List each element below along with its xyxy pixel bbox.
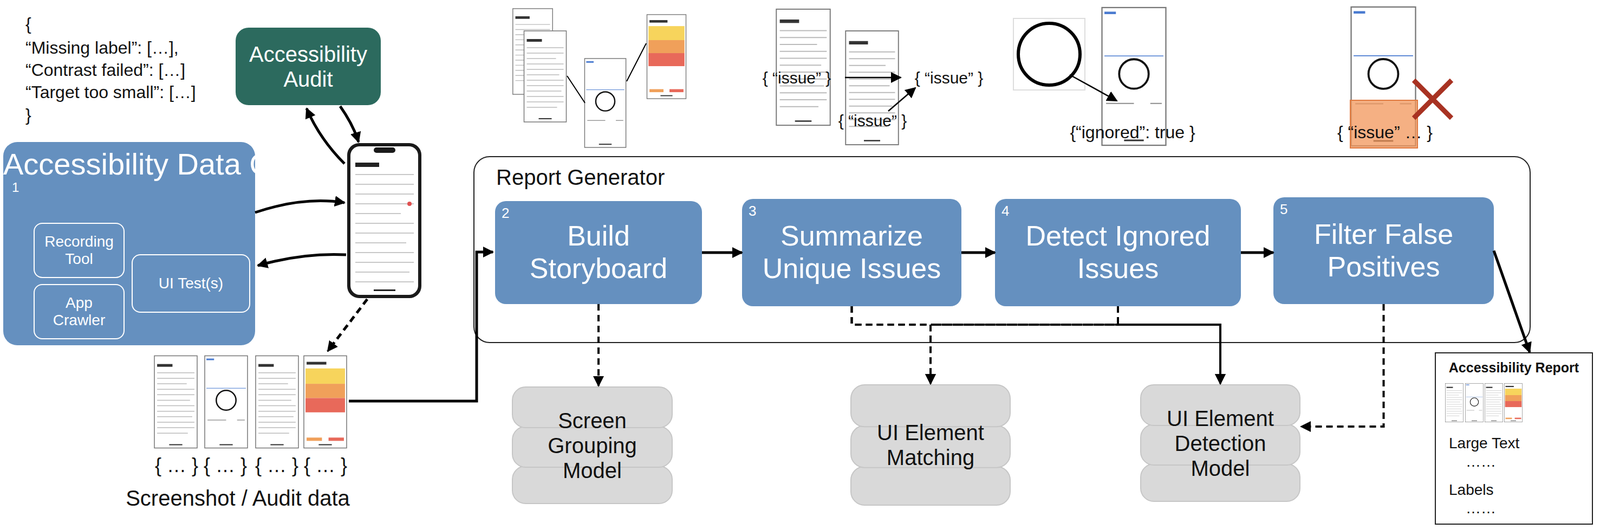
process-box: 5Filter False Positives xyxy=(1273,197,1494,304)
annotation-text: “Target too small”: […] xyxy=(25,82,197,102)
process-box: 3Summarize Unique Issues xyxy=(742,198,962,307)
callout-number: 4 xyxy=(1001,203,1010,220)
annotation-text: } xyxy=(25,105,32,125)
stack-outline xyxy=(849,383,1012,506)
container-title: Report Generator xyxy=(496,164,665,190)
annotation-text: { “issue” } xyxy=(762,68,832,87)
pipeline-container: Report Generator 2Build Storyboard 3Summar… xyxy=(473,155,1531,343)
callout-number: 3 xyxy=(748,203,757,220)
annotation-text: { … } xyxy=(303,454,348,477)
model-store: UI Element Matching xyxy=(849,383,1012,506)
process-box: 2Build Storyboard xyxy=(495,200,702,304)
tool-label: App Crawler xyxy=(34,284,124,338)
model-label: Screen Grouping Model xyxy=(511,385,674,505)
model-store: UI Element Detection Model xyxy=(1139,383,1302,503)
annotation-text: {“ignored”: true } xyxy=(1069,122,1195,142)
stack-layer xyxy=(850,384,1011,427)
group-title: Accessibility Data Collector xyxy=(3,148,256,181)
annotation-text: { … } xyxy=(203,454,247,477)
phone-illustration xyxy=(347,142,422,298)
service-box: Accessibility Audit xyxy=(235,27,381,106)
annotation-text: { xyxy=(25,14,32,34)
process-box: 4Detect Ignored Issues xyxy=(994,198,1241,307)
annotation-text: { … } xyxy=(154,454,199,477)
annotation-text: { “issue” } xyxy=(914,68,984,87)
tool-label: Recording Tool xyxy=(34,223,124,277)
tool-box: UI Test(s) xyxy=(131,254,251,313)
annotation-text: { … } xyxy=(255,454,299,477)
report-section: Large Text xyxy=(1448,434,1520,452)
storyboard-thumbnails xyxy=(512,8,687,148)
annotation-text: { “issue” … } xyxy=(1337,122,1433,142)
process-label: Build Storyboard xyxy=(495,200,702,304)
annotation-text: { “issue” } xyxy=(838,111,908,130)
model-store: Screen Grouping Model xyxy=(511,385,674,505)
tool-label: UI Test(s) xyxy=(132,255,250,312)
report-ellipsis: …… xyxy=(1465,452,1497,471)
model-label: UI Element Matching xyxy=(849,383,1012,506)
callout-number: 2 xyxy=(501,205,510,222)
flow-arrows xyxy=(255,106,493,401)
callout-number: 5 xyxy=(1279,201,1288,218)
component-group: 1Accessibility Data CollectorRecording T… xyxy=(3,141,256,346)
tool-box: Recording Tool xyxy=(33,222,125,278)
report-document: Accessibility ReportLarge Text……Labels…… xyxy=(1434,352,1593,525)
callout-number: 1 xyxy=(11,179,19,195)
process-label: Summarize Unique Issues xyxy=(742,198,962,307)
model-label: UI Element Detection Model xyxy=(1139,383,1302,503)
screenshot-strip xyxy=(154,355,347,448)
annotation-text: Screenshot / Audit data xyxy=(125,485,350,510)
tool-box: App Crawler xyxy=(33,283,125,340)
report-title: Accessibility Report xyxy=(1435,359,1592,376)
process-label: Detect Ignored Issues xyxy=(994,198,1241,307)
report-ellipsis: …… xyxy=(1465,499,1497,517)
process-label: Filter False Positives xyxy=(1273,197,1494,304)
annotation-text: “Contrast failed”: […] xyxy=(25,60,186,80)
report-section: Labels xyxy=(1448,480,1494,499)
service-label: Accessibility Audit xyxy=(235,27,381,106)
stack-layer xyxy=(850,466,1011,505)
annotation-text: “Missing label”: […], xyxy=(25,38,179,58)
